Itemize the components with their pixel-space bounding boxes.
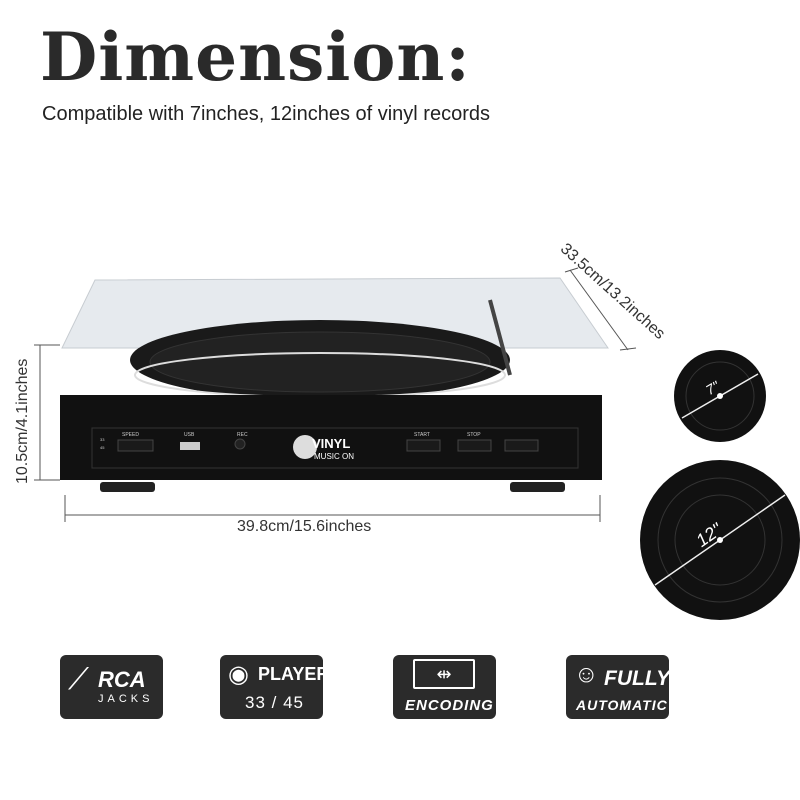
brand-logo-disc	[293, 435, 317, 459]
feature-badge-player: ◉ PLAYER 33 / 45	[220, 655, 329, 719]
feature-badge-rca: ⟋ RCA JACKS	[60, 655, 163, 719]
speed-label: SPEED	[122, 432, 139, 438]
dimension-lines	[34, 267, 637, 522]
feature-badge-automatic: ☺ FULLY AUTOMATIC	[566, 655, 670, 719]
rca-plug-icon: ⟋	[68, 663, 89, 696]
subtitle: Compatible with 7inches, 12inches of vin…	[42, 103, 490, 125]
start-label: START	[414, 432, 430, 438]
tonearm	[488, 299, 512, 376]
record-12-inch	[640, 460, 800, 620]
speed-33-label: 33	[100, 437, 105, 442]
brand-logo-text: VINYL	[312, 436, 351, 451]
rec-label: REC	[237, 432, 248, 438]
foot	[510, 482, 565, 492]
stop-button	[457, 439, 492, 452]
height-label: 10.5cm/4.1inches	[14, 358, 31, 484]
width-label: 39.8cm/15.6inches	[237, 518, 372, 535]
turntable-icon: ◉	[228, 661, 249, 688]
usb-port	[180, 442, 200, 450]
rec-button	[234, 438, 246, 450]
usb-icon: ⇹	[413, 659, 475, 689]
page-title: Dimension:	[40, 18, 471, 96]
record-7-inch	[674, 350, 766, 442]
skip-button	[504, 439, 539, 452]
usb-label: USB	[184, 432, 195, 438]
feature-badge-encoding: ⇹ ENCODING	[393, 655, 496, 719]
speed-45-label: 45	[100, 445, 105, 450]
turntable-base	[60, 395, 602, 480]
brand-tagline: MUSIC ON	[314, 452, 354, 461]
start-button	[406, 439, 441, 452]
robot-icon: ☺	[574, 661, 599, 688]
speed-button	[117, 439, 154, 452]
foot	[100, 482, 155, 492]
stop-label: STOP	[467, 432, 481, 438]
